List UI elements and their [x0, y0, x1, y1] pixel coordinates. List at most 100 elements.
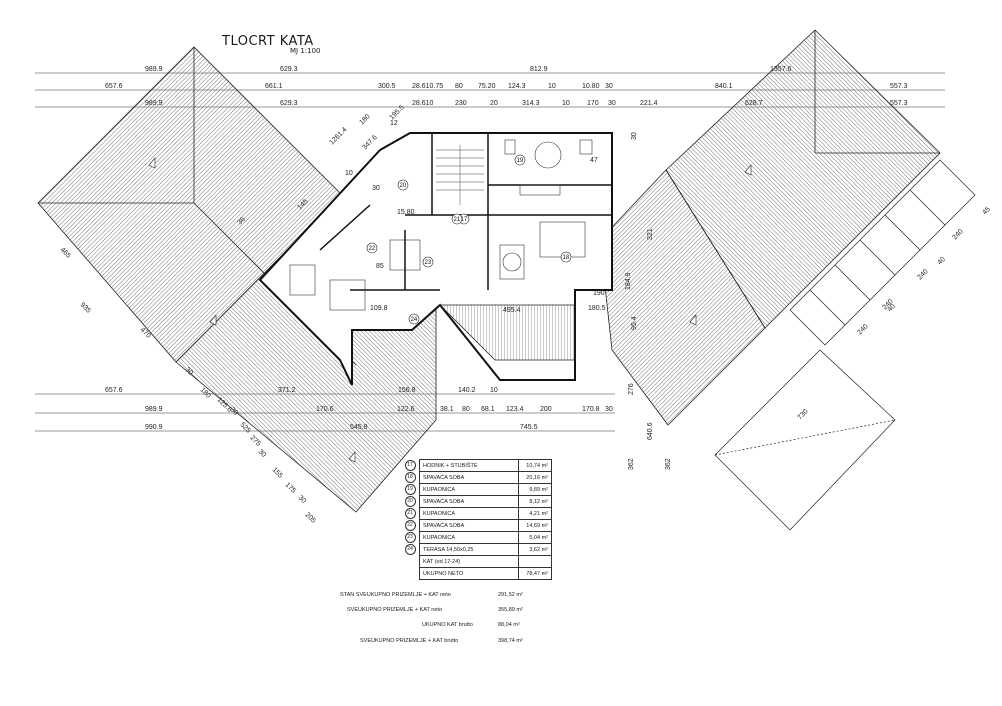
- dimension-top-row2: 30: [605, 83, 613, 90]
- dimension-top-row3: 170: [587, 100, 599, 107]
- room-tag-circle: [560, 251, 572, 263]
- kat-label: KAT (od 17-24): [419, 555, 519, 568]
- room-name: KUPAONICA: [419, 531, 519, 544]
- dimension-top-row2: 80: [455, 83, 463, 90]
- dimension-right-diagonal: 45: [981, 206, 992, 217]
- room-tag-circle: [514, 154, 526, 166]
- dimension-top-row3: 989.9: [145, 100, 163, 107]
- room-number-cell: 23: [401, 532, 420, 544]
- dimension-top-row2: 661.1: [265, 83, 283, 90]
- room-area: 5,04 m²: [518, 531, 552, 544]
- room-tag-circle: [408, 313, 420, 325]
- dimension-right-diagonal: 240: [916, 268, 929, 281]
- dimension-bottom-row2: 123.4: [506, 406, 524, 413]
- dimension-top-row2: 657.6: [105, 83, 123, 90]
- dimension-top-row3: 230: [455, 100, 467, 107]
- dimension-top-row3: 628.7: [745, 100, 763, 107]
- dimension-left-diagonal: 30: [184, 366, 195, 377]
- room-area: 3,62 m²: [518, 543, 552, 556]
- dimension-top-row3: 30: [608, 100, 616, 107]
- room-area: 20,16 m²: [518, 471, 552, 484]
- room-number: 18: [404, 472, 416, 483]
- dimension-top-row2: 840.1: [715, 83, 733, 90]
- room-area: 8,12 m²: [518, 495, 552, 508]
- dimension-top-row2: 557.3: [890, 83, 908, 90]
- room-tag-number: 22: [369, 246, 376, 252]
- dimension-bottom-row2: 30: [605, 406, 613, 413]
- dimension-bottom-row1: 657.6: [105, 387, 123, 394]
- dimension-bottom-row2: 200: [540, 406, 552, 413]
- total-value: 355,89 m²: [498, 607, 523, 613]
- room-tag-circle: [366, 242, 378, 254]
- dimension-left-diagonal: 30: [257, 448, 268, 459]
- dimension-top-row2: 10: [548, 83, 556, 90]
- dimension-vertical: 362: [628, 458, 635, 470]
- room-tag-number: 19: [517, 158, 524, 164]
- dimension-right-diagonal: 240: [951, 228, 964, 241]
- dimension-vertical: 30: [631, 132, 638, 140]
- dimension-top-row2: 75.20: [478, 83, 496, 90]
- ukupno-label: UKUPNO NETO: [419, 567, 519, 580]
- dimension-top-row2: 300.5: [378, 83, 396, 90]
- room-number-cell: 18: [401, 472, 420, 484]
- dimension-right-diagonal: 240: [856, 323, 869, 336]
- room-name: KUPAONICA: [419, 483, 519, 496]
- dimension-top-row1: 989.9: [145, 66, 163, 73]
- dimension-bottom-row3: 745.5: [520, 424, 538, 431]
- room-number: 20: [404, 496, 416, 507]
- dimension-bottom-row2: 68.1: [481, 406, 495, 413]
- dimension-right-diagonal: 40: [936, 256, 947, 267]
- right-roof-wing: [599, 29, 976, 531]
- room-number-cell: 17: [401, 460, 420, 472]
- central-building: [258, 132, 613, 386]
- dimension-vertical: 321: [647, 228, 654, 240]
- dimension-inner: 30: [372, 185, 380, 192]
- room-number: 23: [404, 532, 416, 543]
- total-label: SVEUKUPNO PRIZEMLJE + KAT brutto: [360, 638, 459, 644]
- dimension-top-row2: 124.3: [508, 83, 526, 90]
- dimension-left-diagonal: 30: [297, 494, 308, 505]
- dimension-top-row2: 28.610.75: [412, 83, 443, 90]
- dimension-vertical: 640.6: [647, 422, 654, 440]
- dimension-top-row2: 10.80: [582, 83, 600, 90]
- total-label: SVEUKUPNO PRIZEMLJE + KAT neto: [347, 607, 443, 613]
- dimension-bottom-row2: 122.6: [397, 406, 415, 413]
- dimension-left-diagonal: 465: [59, 246, 72, 259]
- room-tag-number: 18: [563, 255, 570, 261]
- room-number: 19: [404, 484, 416, 495]
- dimension-left-diagonal: 30: [229, 406, 240, 417]
- dimension-inner: 180: [358, 113, 371, 126]
- dimension-bottom-row2: 38.1: [440, 406, 454, 413]
- dimension-top-row1: 629.3: [280, 66, 298, 73]
- dimension-inner: 190: [593, 290, 605, 297]
- room-number: 21: [404, 508, 416, 519]
- room-area: 9,89 m²: [518, 483, 552, 496]
- room-name: SPAVAĆA SOBA: [419, 471, 519, 484]
- room-name: TERASA 14,50x0,25: [419, 543, 519, 556]
- room-area: 14,69 m²: [518, 519, 552, 532]
- room-number-cell: 22: [401, 520, 420, 532]
- room-tag-number: 17: [461, 217, 468, 223]
- room-name: HODNIK + STUBIŠTE: [419, 459, 519, 472]
- dimension-left-diagonal: 175: [284, 481, 297, 494]
- dimension-left-diagonal: 275: [249, 434, 262, 447]
- dimension-inner: 109.8: [370, 305, 388, 312]
- dimension-bottom-row1: 156.8: [398, 387, 416, 394]
- room-number: 24: [404, 544, 416, 555]
- dimension-bottom-row3: 990.9: [145, 424, 163, 431]
- dimension-bottom-row2: 170.8: [582, 406, 600, 413]
- room-number: 22: [404, 520, 416, 531]
- room-tag-number: 21: [454, 217, 461, 223]
- dimension-left-diagonal: 155: [271, 466, 284, 479]
- dimension-inner: 347.6: [361, 134, 378, 151]
- dimension-inner: 15.80: [397, 209, 415, 216]
- drawing-title: TLOCRT KATA: [222, 34, 314, 49]
- room-tag-number: 24: [411, 317, 418, 323]
- dimension-top-row3: 221.4: [640, 100, 658, 107]
- room-tag-number: 20: [400, 183, 407, 189]
